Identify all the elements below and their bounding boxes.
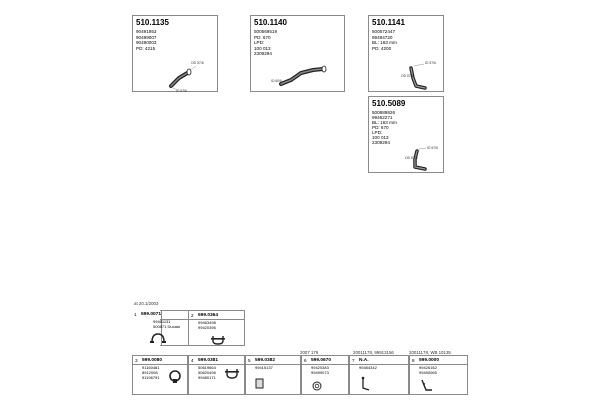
part-card-510-1135[interactable]: 510.1135 90491953 90499007 90490003 PD: … xyxy=(132,15,218,93)
bracket-icon xyxy=(421,379,432,391)
pipe-drawing: ID 57/6 OD 57/6 xyxy=(405,146,438,171)
part-card-510-1141[interactable]: 510.1141 500572447 99484720 BL: 163 mm P… xyxy=(368,15,444,92)
date-note: at 20.1/2003 xyxy=(134,301,159,306)
clamp-icon xyxy=(169,370,181,383)
accessory-cell-2[interactable]: 2 599.0364 99463498 99420396 xyxy=(188,310,245,346)
clamp-icon xyxy=(150,333,166,343)
part-refs: 500569519 PD: 670 LPD: 100 013 2309294 xyxy=(254,29,277,57)
exhaust-pipe-icon xyxy=(279,65,327,86)
accessory-cell-3[interactable]: 3 599.0080 91160481 8912008 51196791 xyxy=(132,355,188,395)
gasket-icon xyxy=(255,378,264,389)
pipe-drawing: ID 60/6 xyxy=(271,65,327,86)
accessory-cell-5[interactable]: 5 599.0382 99415137 xyxy=(245,355,301,395)
accessory-cell-7[interactable]: 7 N.A. 99484342 xyxy=(349,355,409,395)
pipe-drawing: OD 57/6 ID 57/6 xyxy=(169,61,204,93)
part-refs: 500889826 99462271 BL: 163 mm PD: 670 LP… xyxy=(372,110,397,145)
svg-text:ID 57/6: ID 57/6 xyxy=(425,61,436,65)
part-number: 510.1135 xyxy=(136,18,169,27)
table-header-3: 20011178, WB 10135 xyxy=(409,350,451,355)
part-refs: 500572447 99484720 BL: 163 mm PD: 4200 xyxy=(372,29,397,51)
part-number: 510.1141 xyxy=(372,18,405,27)
bent-pipe-icon xyxy=(409,66,427,90)
accessory-cell-1-icon-area xyxy=(132,318,188,346)
svg-text:ID 57/6: ID 57/6 xyxy=(176,89,187,93)
accessory-cell-1[interactable]: 1 599.0071 99461131 500871 Ducato xyxy=(132,310,180,346)
part-card-510-1140[interactable]: 510.1140 500569519 PD: 670 LPD: 100 013 … xyxy=(250,15,345,92)
accessory-cell-8[interactable]: 8 599.0000 99426162 99490065 xyxy=(409,355,468,395)
part-card-510-5089[interactable]: 510.5089 500889826 99462271 BL: 163 mm P… xyxy=(368,96,444,173)
part-refs: 90491953 90499007 90490003 PD: 4215 xyxy=(136,29,157,51)
hanger-icon xyxy=(361,376,370,391)
part-number: 510.1140 xyxy=(254,18,287,27)
svg-text:ID 60/6: ID 60/6 xyxy=(271,79,282,83)
u-bolt-icon xyxy=(211,336,225,345)
sleeve-icon xyxy=(312,381,322,391)
svg-text:ID 57/6: ID 57/6 xyxy=(427,146,438,150)
exhaust-pipe-icon xyxy=(169,68,192,88)
part-number: 510.5089 xyxy=(372,99,406,108)
accessory-cell-6[interactable]: 6 599.0670 99420383 99499073 xyxy=(301,355,349,395)
table-header-2: 20011178, 99913156 xyxy=(353,350,394,355)
table-header-1: 2007 176 xyxy=(300,350,319,355)
u-bolt-icon xyxy=(225,369,239,379)
svg-text:OD 57/6: OD 57/6 xyxy=(405,156,418,160)
svg-text:OD 57/6: OD 57/6 xyxy=(401,74,414,78)
svg-text:OD 57/6: OD 57/6 xyxy=(191,61,204,65)
bent-pipe-icon xyxy=(413,149,427,171)
accessory-cell-4[interactable]: 4 599.0381 50619664 50620496 99480171 xyxy=(188,355,245,395)
pipe-drawing: ID 57/6 OD 57/6 xyxy=(401,61,436,90)
